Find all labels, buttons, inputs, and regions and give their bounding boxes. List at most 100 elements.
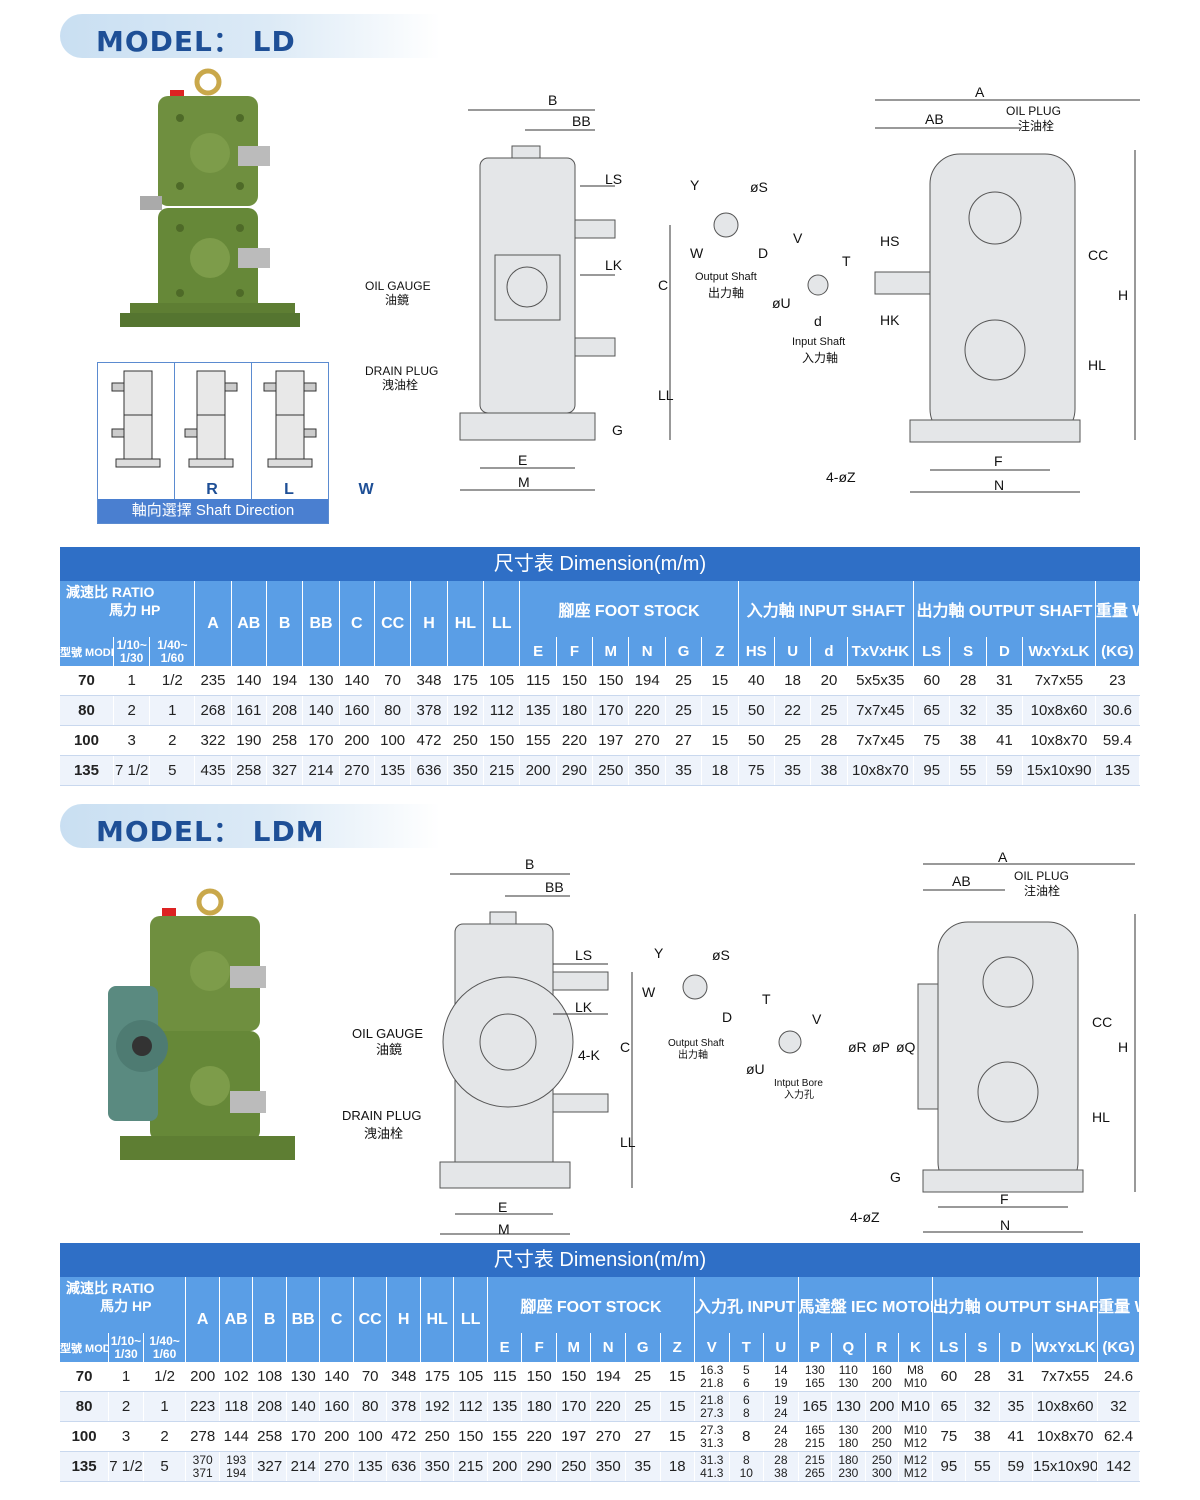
ratio-line: 1/40~ <box>157 637 188 652</box>
table-cell: 270 <box>628 725 666 756</box>
table-cell: 200 <box>319 1421 354 1452</box>
ldm-dim-h: H <box>1118 1039 1128 1055</box>
table-cell: 108 <box>252 1362 287 1392</box>
table-cell: 194 <box>590 1362 626 1392</box>
shaft-l-icon <box>184 370 238 468</box>
cell-value-line: 24 <box>774 1422 788 1437</box>
table-cell: 150 <box>592 666 630 696</box>
table-cell: 41 <box>999 1421 1034 1452</box>
table-cell: 1 <box>108 1362 144 1392</box>
table-cell: 105 <box>483 666 521 696</box>
table-cell: 7x7x45 <box>847 695 915 726</box>
table-cell: 55 <box>965 1451 1000 1482</box>
table-cell: 327 <box>266 755 304 786</box>
table-cell: 235 <box>194 666 232 696</box>
ldm-output-shaft-cn: 出力軸 <box>678 1048 708 1061</box>
ldm-col-z: Z <box>660 1333 696 1362</box>
cell-value-line: 6 <box>742 1375 750 1390</box>
ldm-header-row-2: 型號 MODEL1/10~1/301/40~1/60EFMNGZVTUPQRKL… <box>60 1333 1140 1362</box>
ld-col-c: C <box>339 581 375 666</box>
ld-dim-b: B <box>548 92 557 108</box>
ld-dim-v: V <box>793 230 803 246</box>
table-cell: 250 <box>592 755 630 786</box>
ldm-dim-4k: 4-K <box>578 1047 600 1063</box>
table-cell: 378 <box>386 1391 421 1422</box>
table-cell: 24.6 <box>1097 1362 1140 1392</box>
cell-value-line: 194 <box>226 1465 247 1480</box>
table-cell: 1 <box>113 666 151 696</box>
ld-col-a: A <box>194 581 232 666</box>
table-cell: 258 <box>266 725 304 756</box>
table-cell: 15 <box>701 725 739 756</box>
table-cell: 55 <box>949 755 987 786</box>
ld-oil-gauge-label: OIL GAUGE <box>365 279 431 293</box>
ld-oil-plug-cn: 注油栓 <box>1018 118 1054 133</box>
table-cell: 268 <box>194 695 232 726</box>
table-cell: 175 <box>420 1362 455 1392</box>
table-cell: 258 <box>231 755 267 786</box>
cell-value-line: 8 <box>742 1452 750 1467</box>
ld-col-e: E <box>519 637 557 666</box>
cell-value-line: M10 <box>903 1375 928 1390</box>
cell-value-line: 41.3 <box>700 1465 724 1480</box>
ld-weight-unit: (KG) <box>1095 637 1141 666</box>
ld-col-ab: AB <box>231 581 267 666</box>
cell-value-line: 370 <box>192 1452 213 1467</box>
cell-value-line: 180 <box>838 1435 859 1450</box>
table-cell: 194 <box>266 666 304 696</box>
shaft-option-r[interactable]: R <box>98 363 218 501</box>
shaft-direction-panel: R L W 軸向選擇 Shaft Direction <box>97 362 374 524</box>
ldm-ratio-b: 1/40~1/60 <box>143 1333 187 1362</box>
ld-input-shaft-label: Input Shaft <box>792 336 845 348</box>
ld-dim-h: H <box>1118 287 1128 303</box>
table-cell: 31 <box>986 666 1024 696</box>
table-cell: 192 <box>447 695 485 726</box>
table-cell: 135 <box>1095 755 1141 786</box>
ldm-col-r: R <box>865 1333 900 1362</box>
table-cell: 160 <box>339 695 375 726</box>
ldm-col-s: S <box>965 1333 1000 1362</box>
table-cell: 192 <box>420 1391 455 1422</box>
table-cell: 270 <box>590 1421 626 1452</box>
table-cell: 135 <box>519 695 557 726</box>
table-cell: 636 <box>386 1451 421 1482</box>
table-cell: 80 <box>374 695 412 726</box>
table-cell: 32 <box>949 695 987 726</box>
ldm-group-motor: 馬達盤 IEC MOTOR FLANGE <box>798 1277 933 1333</box>
ld-dim-u: øU <box>772 295 791 311</box>
ldm-col-cc: CC <box>353 1277 388 1362</box>
ratio-line: 1/30 <box>119 650 144 665</box>
table-cell: 278 <box>185 1421 220 1452</box>
ldm-col-f: F <box>521 1333 557 1362</box>
ld-output-shaft-label: Output Shaft <box>695 271 757 283</box>
table-cell: 250 <box>420 1421 455 1452</box>
ldm-dim-u: øU <box>746 1061 765 1077</box>
table-cell: 95 <box>913 755 951 786</box>
ld-oil-plug-label: OIL PLUG <box>1006 104 1061 118</box>
table-cell: 170 <box>286 1421 321 1452</box>
cell-value-line: 300 <box>871 1465 892 1480</box>
shaft-option-w[interactable]: W <box>252 363 374 501</box>
shaft-option-w-label: W <box>358 481 374 498</box>
table-cell: 18 <box>660 1451 696 1482</box>
table-cell: 10x8x70 <box>1022 725 1096 756</box>
table-cell: 140 <box>302 695 340 726</box>
table-cell: 270 <box>319 1451 354 1482</box>
ld-dim-cc: CC <box>1088 247 1108 263</box>
table-cell: 100 <box>374 725 412 756</box>
ld-col-ls: LS <box>913 637 951 666</box>
table-cell: 130 <box>286 1362 321 1392</box>
shaft-option-l[interactable]: L <box>175 363 294 501</box>
cell-value-line: 130 <box>838 1375 859 1390</box>
cell-value-line: 165 <box>804 1422 825 1437</box>
table-cell: 3 <box>108 1421 144 1452</box>
table-cell: 348 <box>410 666 448 696</box>
ld-dim-a: A <box>975 84 985 100</box>
